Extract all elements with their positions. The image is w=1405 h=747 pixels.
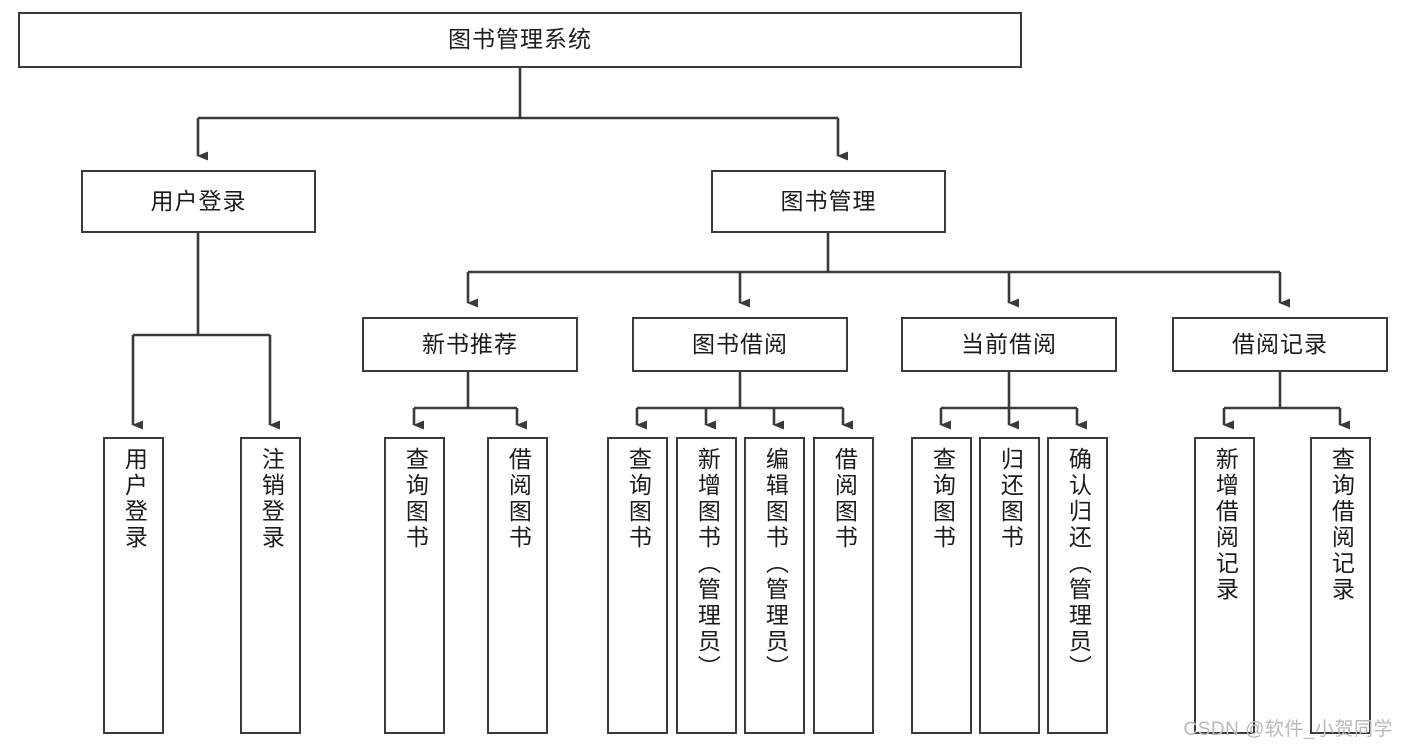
node-label: 查询图书 [402, 447, 429, 551]
leaf-user-login[interactable]: 用户登录 [103, 437, 164, 734]
node-label: 当前借阅 [961, 330, 1057, 357]
leaf-confirm-return-admin[interactable]: 确认归还（管理员） [1047, 437, 1108, 734]
node-current-borrow[interactable]: 当前借阅 [901, 317, 1117, 372]
node-label: 查询图书 [625, 447, 652, 551]
leaf-query-borrow-record[interactable]: 查询借阅记录 [1310, 437, 1371, 734]
node-label: 查询借阅记录 [1328, 447, 1355, 603]
node-user-login[interactable]: 用户登录 [81, 170, 316, 233]
leaf-borrow-book-recommend[interactable]: 借阅图书 [487, 437, 548, 734]
node-label: 新增借阅记录 [1212, 447, 1239, 603]
node-label: 确认归还（管理员） [1065, 447, 1092, 681]
node-label: 用户登录 [121, 447, 148, 551]
node-label: 借阅记录 [1232, 330, 1328, 357]
leaf-add-borrow-record[interactable]: 新增借阅记录 [1194, 437, 1255, 734]
leaf-query-book-recommend[interactable]: 查询图书 [384, 437, 445, 734]
node-label: 注销登录 [258, 447, 285, 551]
leaf-query-book-current[interactable]: 查询图书 [911, 437, 972, 734]
node-borrow-record[interactable]: 借阅记录 [1172, 317, 1388, 372]
node-book-borrow[interactable]: 图书借阅 [632, 317, 848, 372]
node-label: 图书管理 [780, 187, 877, 214]
leaf-borrow-book[interactable]: 借阅图书 [813, 437, 874, 734]
node-label: 用户登录 [150, 187, 247, 214]
node-label: 归还图书 [997, 447, 1024, 551]
node-label: 借阅图书 [831, 447, 858, 551]
node-label: 新增图书（管理员） [694, 447, 721, 681]
leaf-query-book-borrow[interactable]: 查询图书 [607, 437, 668, 734]
leaf-return-book[interactable]: 归还图书 [979, 437, 1040, 734]
node-root-book-management-system[interactable]: 图书管理系统 [18, 12, 1022, 68]
node-label: 查询图书 [929, 447, 956, 551]
watermark: CSDN @软件_小贺同学 [1183, 719, 1393, 740]
node-label: 图书管理系统 [448, 26, 592, 53]
node-label: 图书借阅 [692, 330, 788, 357]
node-label: 新书推荐 [422, 330, 518, 357]
node-label: 借阅图书 [505, 447, 532, 551]
node-new-book-recommend[interactable]: 新书推荐 [362, 317, 578, 372]
leaf-edit-book-admin[interactable]: 编辑图书（管理员） [744, 437, 805, 734]
node-book-management[interactable]: 图书管理 [711, 170, 946, 233]
node-label: 编辑图书（管理员） [762, 447, 789, 681]
leaf-logout[interactable]: 注销登录 [240, 437, 301, 734]
leaf-add-book-admin[interactable]: 新增图书（管理员） [676, 437, 737, 734]
